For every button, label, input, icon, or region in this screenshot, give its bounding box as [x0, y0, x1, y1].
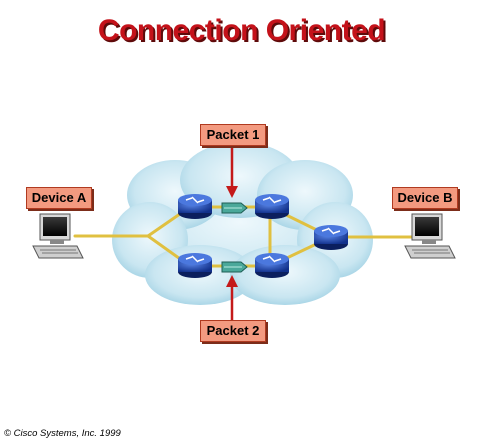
- diagram-title: Connection Oriented: [97, 14, 386, 47]
- arrow-icon: [226, 145, 238, 198]
- cloud-icon: [112, 142, 373, 305]
- router-icon: [178, 194, 212, 219]
- device-a-label: Device A: [26, 187, 92, 209]
- router-icon: [255, 253, 289, 278]
- copyright-text: © Cisco Systems, Inc. 1999: [4, 428, 121, 439]
- packet-1-label: Packet 1: [200, 124, 266, 146]
- router-icon: [178, 253, 212, 278]
- arrow-icon: [226, 275, 238, 320]
- device-b-label: Device B: [392, 187, 458, 209]
- packet-2-label: Packet 2: [200, 320, 266, 342]
- computer-icon: [404, 213, 456, 259]
- packet-icon: [221, 202, 248, 214]
- packet-icon: [221, 261, 248, 273]
- computer-icon: [32, 213, 84, 259]
- router-icon: [314, 225, 348, 250]
- router-icon: [255, 194, 289, 219]
